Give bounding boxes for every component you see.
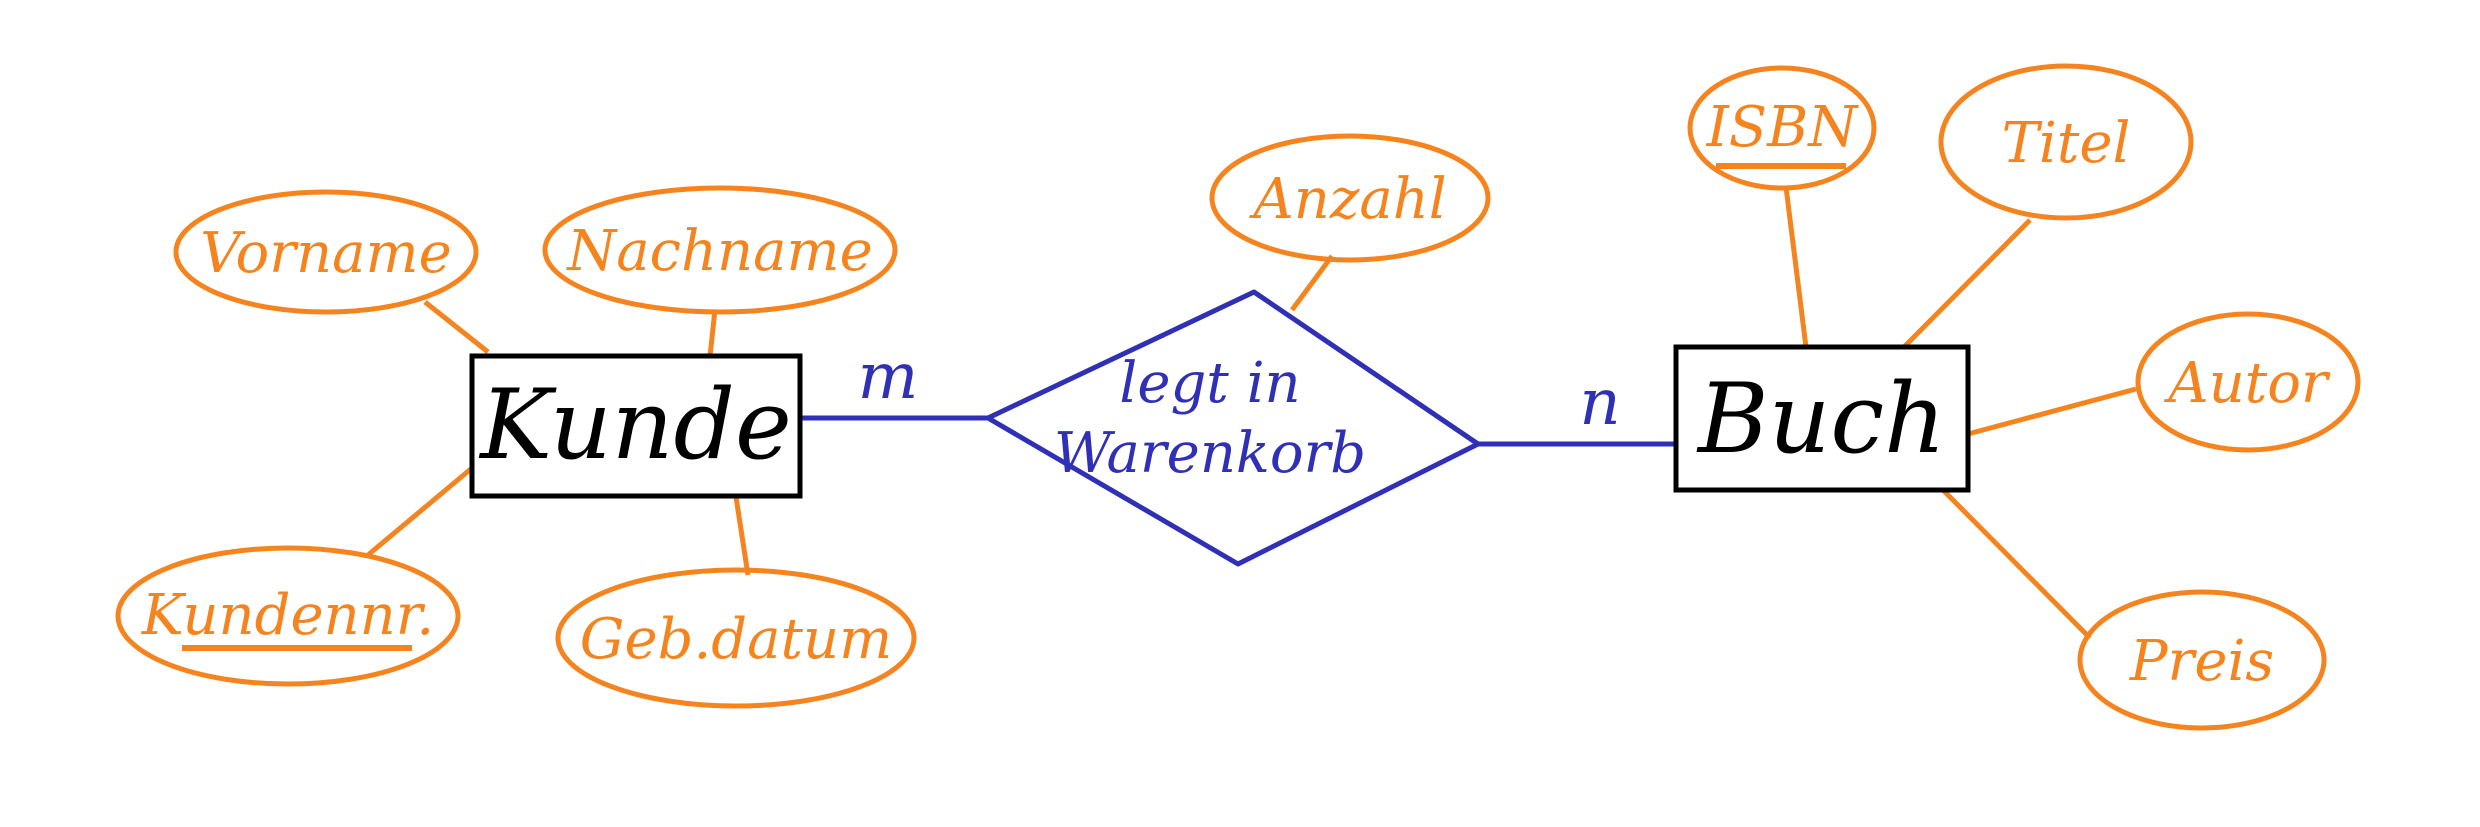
attribute-titel bbox=[1938, 63, 2194, 221]
relationship-diamond bbox=[985, 289, 1481, 567]
attribute-nachname bbox=[542, 185, 898, 315]
attribute-titel-label: Titel bbox=[2002, 111, 2131, 176]
attribute-autor bbox=[2135, 311, 2361, 453]
attribute-isbn-label: ISBN bbox=[1706, 95, 1860, 160]
connector-preis bbox=[1941, 488, 2092, 640]
relationship-label-line2: Warenkorb bbox=[1054, 421, 1366, 486]
attribute-isbn bbox=[1687, 65, 1877, 191]
attribute-vorname bbox=[173, 189, 479, 315]
attribute-nachname-label: Nachname bbox=[565, 219, 873, 284]
entity-kunde-box bbox=[469, 353, 803, 499]
attribute-anzahl bbox=[1209, 133, 1491, 263]
cardinality-m: m bbox=[858, 340, 919, 414]
entity-buch-label: Buch bbox=[1696, 363, 1946, 475]
attribute-gebdatum bbox=[555, 567, 917, 709]
cardinality-n: n bbox=[1579, 366, 1620, 440]
attribute-kundennr-label: Kundennr. bbox=[141, 583, 434, 648]
attribute-vorname-label: Vorname bbox=[200, 221, 451, 286]
connector-isbn bbox=[1783, 186, 1809, 348]
connector-gebdatum bbox=[733, 496, 751, 576]
connector-nachname bbox=[707, 309, 718, 357]
attribute-preis-label: Preis bbox=[2129, 629, 2274, 694]
entity-buch-box bbox=[1673, 344, 1971, 493]
attribute-preis bbox=[2077, 589, 2327, 731]
connector-kundennr bbox=[366, 466, 474, 557]
attribute-kundennr bbox=[115, 545, 461, 687]
attribute-anzahl-label: Anzahl bbox=[1248, 167, 1446, 232]
connector-titel bbox=[1902, 218, 2032, 349]
connector-autor bbox=[1967, 386, 2137, 437]
connector-anzahl bbox=[1289, 254, 1335, 312]
relationship-label-line1: legt in bbox=[1119, 351, 1300, 416]
attribute-gebdatum-label: Geb.datum bbox=[580, 607, 892, 672]
connector-vorname bbox=[423, 300, 490, 354]
attribute-autor-label: Autor bbox=[2163, 351, 2331, 416]
entity-kunde-label: Kunde bbox=[478, 369, 792, 481]
